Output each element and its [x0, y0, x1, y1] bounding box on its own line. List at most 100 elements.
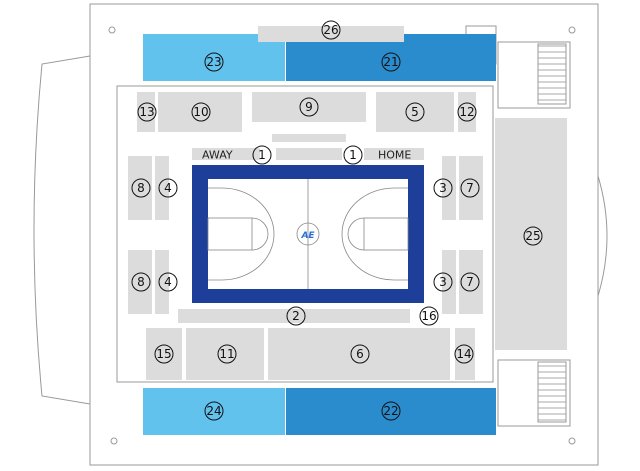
stairs-bottom-icon [537, 361, 567, 423]
marker-circle [460, 178, 480, 198]
section-marker-5[interactable]: 5 [405, 102, 425, 122]
away-bench[interactable] [192, 148, 260, 160]
section-marker-25[interactable]: 25 [523, 226, 543, 246]
marker-circle [405, 102, 425, 122]
section-marker-13[interactable]: 13 [137, 102, 157, 122]
marker-number: 16 [421, 309, 436, 323]
basketball-court: AE [192, 165, 424, 303]
section-25[interactable] [495, 118, 567, 350]
section-marker-26[interactable]: 26 [321, 20, 341, 40]
section-marker-14[interactable]: 14 [454, 344, 474, 364]
marker-circle [457, 102, 477, 122]
marker-number: 24 [206, 404, 221, 418]
section-marker-9[interactable]: 9 [299, 97, 319, 117]
marker-number: 1 [349, 148, 357, 162]
section-marker-12[interactable]: 12 [457, 102, 477, 122]
section-marker-1[interactable]: 1 [252, 145, 272, 165]
marker-number: 6 [356, 347, 364, 361]
marker-circle [154, 344, 174, 364]
corner-dot [108, 26, 116, 34]
marker-circle [460, 272, 480, 292]
section-marker-15[interactable]: 15 [154, 344, 174, 364]
marker-circle [204, 52, 224, 72]
section-9[interactable] [252, 92, 366, 122]
right-free-throw-arc [347, 217, 365, 251]
center-bench[interactable] [276, 148, 342, 160]
section-4-lower[interactable] [155, 250, 169, 314]
marker-number: 1 [258, 148, 266, 162]
marker-number: 21 [383, 55, 398, 69]
marker-circle [381, 52, 401, 72]
section-24[interactable] [143, 388, 285, 435]
section-marker-21[interactable]: 21 [381, 52, 401, 72]
marker-number: 22 [383, 404, 398, 418]
marker-circle [217, 344, 237, 364]
section-marker-4[interactable]: 4 [158, 272, 178, 292]
section-12[interactable] [458, 92, 476, 132]
marker-number: 4 [164, 181, 172, 195]
section-marker-7[interactable]: 7 [460, 178, 480, 198]
corner-dot [568, 26, 576, 34]
section-marker-3[interactable]: 3 [433, 272, 453, 292]
left-wing-outline [33, 55, 91, 405]
marker-circle [158, 178, 178, 198]
marker-number: 5 [411, 105, 419, 119]
section-marker-2[interactable]: 2 [286, 306, 306, 326]
section-marker-3[interactable]: 3 [433, 178, 453, 198]
section-marker-10[interactable]: 10 [191, 102, 211, 122]
marker-circle [191, 102, 211, 122]
marker-circle [204, 401, 224, 421]
marker-circle [454, 344, 474, 364]
marker-number: 3 [439, 181, 447, 195]
section-22[interactable] [286, 388, 496, 435]
marker-number: 8 [137, 181, 145, 195]
marker-circle [252, 145, 272, 165]
marker-circle [131, 272, 151, 292]
section-15[interactable] [146, 328, 182, 380]
home-label: HOME [378, 149, 411, 162]
section-5[interactable] [376, 92, 454, 132]
section-4-upper[interactable] [155, 156, 169, 220]
section-marker-23[interactable]: 23 [204, 52, 224, 72]
section-marker-22[interactable]: 22 [381, 401, 401, 421]
section-11[interactable] [186, 328, 264, 380]
center-circle [296, 222, 320, 246]
left-key [207, 217, 253, 251]
marker-number: 8 [137, 275, 145, 289]
away-label: AWAY [202, 149, 233, 162]
section-13[interactable] [137, 92, 155, 132]
corner-dot [568, 437, 576, 445]
right-key [363, 217, 409, 251]
section-marker-11[interactable]: 11 [217, 344, 237, 364]
marker-number: 7 [466, 181, 474, 195]
section-6[interactable] [268, 328, 450, 380]
section-marker-1[interactable]: 1 [343, 145, 363, 165]
marker-circle [343, 145, 363, 165]
marker-number: 7 [466, 275, 474, 289]
court-logo: AE [300, 231, 315, 241]
section-marker-7[interactable]: 7 [460, 272, 480, 292]
section-marker-6[interactable]: 6 [350, 344, 370, 364]
section-marker-24[interactable]: 24 [204, 401, 224, 421]
section-2[interactable] [178, 309, 410, 323]
marker-number: 26 [323, 23, 338, 37]
section-3-lower[interactable] [442, 250, 456, 314]
marker-circle [433, 178, 453, 198]
section-marker-4[interactable]: 4 [158, 178, 178, 198]
section-26[interactable] [258, 26, 404, 42]
section-marker-16[interactable]: 16 [419, 306, 439, 326]
marker-number: 14 [456, 347, 471, 361]
marker-circle [381, 401, 401, 421]
section-14[interactable] [455, 328, 475, 380]
section-marker-8[interactable]: 8 [131, 178, 151, 198]
marker-circle [158, 272, 178, 292]
section-10[interactable] [158, 92, 242, 132]
corner-dot [110, 437, 118, 445]
marker-number: 10 [193, 105, 208, 119]
section-3-upper[interactable] [442, 156, 456, 220]
left-free-throw-arc [251, 217, 269, 251]
marker-number: 25 [525, 229, 540, 243]
section-marker-8[interactable]: 8 [131, 272, 151, 292]
home-bench[interactable] [364, 148, 424, 160]
